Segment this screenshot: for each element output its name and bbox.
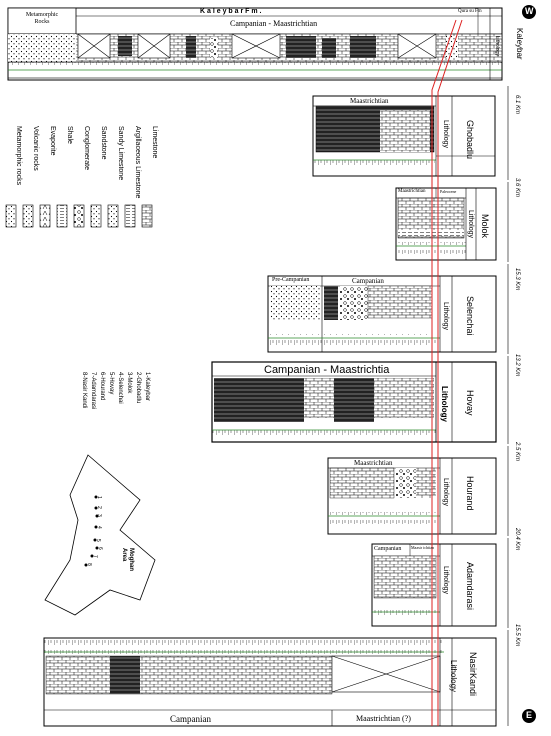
compass-west-label: W	[525, 6, 534, 16]
legend-volcanic-rocks: Volcanic rocks	[32, 126, 39, 171]
map-point-3: 3	[96, 514, 102, 517]
section-name-molok: Molok	[480, 214, 490, 239]
distance-1: 6.1 Km	[514, 95, 520, 115]
section-name-hourand: Hourand	[465, 476, 475, 511]
moghan-area-label: Moghan Area	[121, 548, 134, 571]
location-6: 6-Hourand	[99, 372, 105, 401]
section-molok-column	[395, 187, 497, 261]
molok-age2: Paleocene	[440, 189, 457, 194]
selenchai-lithology-header: Lithology	[442, 302, 449, 331]
adamdarasi-age: Campanian	[374, 546, 402, 552]
map-point-5: 5	[95, 539, 101, 542]
qura-su-label: Qura su Fm	[458, 9, 482, 14]
nasirkandi-age2: Maastrichtian (?)	[356, 714, 411, 723]
location-7: 7-Adamdarasi	[90, 372, 96, 410]
nasirkandi-age: Campanian	[170, 714, 211, 724]
section-name-ghobadlu: Ghobadlu	[465, 120, 475, 160]
molok-age: Maastrichtian	[398, 189, 426, 194]
legend-evaporite: Evaporite	[49, 126, 56, 156]
legend-argillaceous-limestone: Argillaceous Limestone	[134, 126, 141, 199]
top-age-label: Campanian - Maastrichtian	[230, 19, 318, 28]
section-name-hovay: Hovay	[465, 390, 475, 416]
map-point-4: 4	[96, 526, 102, 529]
legend-swatches	[5, 204, 153, 228]
section-hourand-column	[327, 457, 497, 535]
correlation-line-red	[431, 19, 457, 726]
hovay-lithology-header: Lithology	[440, 386, 449, 422]
kaleybar-column	[7, 7, 503, 81]
section-selenchai-column	[267, 275, 497, 353]
location-5: 5-Hovay	[108, 372, 114, 395]
section-ghobadlu-column	[312, 95, 496, 177]
location-3: 3-Molok	[126, 372, 132, 394]
location-8: 8-Nasir Kandi	[81, 372, 87, 409]
metamorphic-rocks-label: Metamorphic Rocks	[25, 12, 59, 25]
adamdarasi-age2: Maastr ichtian	[411, 545, 434, 550]
ghobadlu-lithology-header: Lithology	[442, 120, 449, 149]
compass-east-label: E	[526, 710, 533, 720]
map-point-7: 7	[92, 555, 98, 558]
distance-4: 13.2 Km	[514, 354, 520, 377]
adamdarasi-lithology-header: Lithology	[442, 566, 449, 595]
map-point-6: 6	[97, 547, 103, 550]
legend-shale: Shale	[66, 126, 73, 144]
ghobadlu-age: Maastrichtian	[350, 97, 389, 105]
hourand-age: Maastrichtian	[354, 459, 393, 467]
correlation-line-red-2	[437, 19, 463, 726]
legend-sandstone: Sandstone	[100, 126, 107, 160]
hourand-lithology-header: Lithology	[442, 478, 449, 507]
selenchai-age-pre: Pre-Campanian	[272, 277, 310, 283]
distance-3: 15.3 Km	[514, 268, 520, 291]
map-point-8: 8	[86, 563, 92, 566]
section-hovay-column	[211, 361, 497, 443]
compass-west-circle	[522, 5, 536, 19]
moghan-map-outline	[44, 454, 156, 616]
distance-6: 20.4 Km	[514, 528, 520, 551]
location-4: 4-Selenchai	[117, 372, 123, 404]
kaleybar-lithology-header: Lithology	[494, 36, 500, 57]
selenchai-age: Campanian	[352, 277, 384, 285]
location-2: 2-Ghobadlu	[135, 372, 141, 404]
hovay-age: Campanian - Maastrichtia	[264, 364, 390, 376]
formation-title: K a l e y b a r F m .	[200, 8, 262, 15]
legend-conglomerate: Conglomerate	[83, 126, 90, 170]
map-point-1: 1	[96, 496, 102, 499]
legend-sandy-limestone: Sandy Limestone	[117, 126, 124, 181]
legend-metamorphic-rocks: Metamorphic rocks	[15, 126, 22, 186]
compass-east-circle	[522, 709, 536, 723]
section-name-nasirkandi: NasirKandi	[468, 652, 478, 697]
section-name-selenchai: Selenchai	[465, 296, 475, 336]
section-name-kaleybar: Kaleybar	[515, 28, 524, 60]
map-points	[84, 495, 99, 567]
nasirkandi-lithology-header: Lithology	[449, 660, 458, 693]
molok-lithology-header: Lithology	[467, 210, 474, 239]
legend-limestone: Limestone	[151, 126, 158, 159]
section-name-adamdarasi: Adamdarasi	[465, 562, 475, 611]
distance-2: 3.6 Km	[514, 178, 520, 198]
distance-7: 15.5 Km	[514, 624, 520, 647]
distance-5: 2.5 Km	[514, 442, 520, 462]
section-adamdarasi-column	[371, 543, 497, 627]
map-point-2: 2	[96, 506, 102, 509]
section-nasirkandi-column	[43, 637, 497, 727]
location-1: 1-Kaleybar	[144, 372, 150, 402]
